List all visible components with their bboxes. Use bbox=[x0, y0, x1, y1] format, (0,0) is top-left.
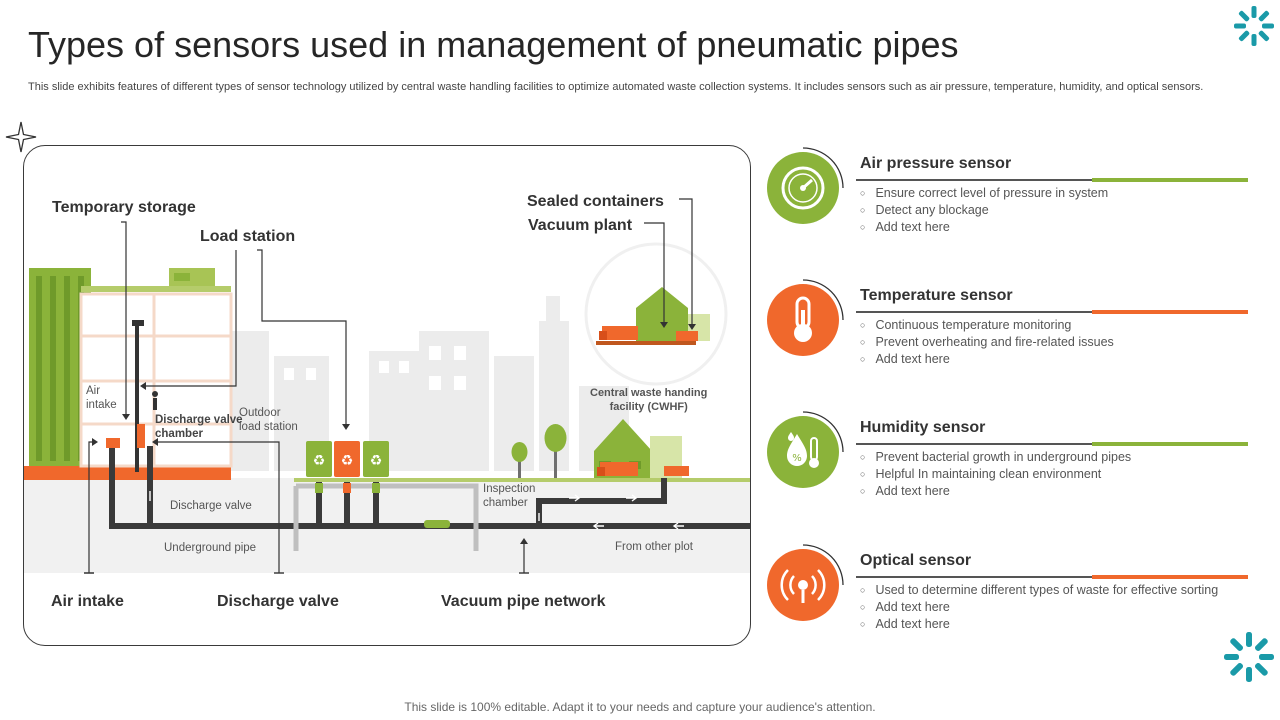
divider bbox=[856, 179, 1092, 181]
sensor-icon-circle bbox=[767, 284, 839, 356]
svg-text:♻: ♻ bbox=[370, 453, 383, 469]
sensor-title: Temperature sensor bbox=[860, 287, 1013, 304]
bullet: Prevent bacterial growth in underground … bbox=[860, 449, 1131, 466]
sensor-arc bbox=[802, 147, 844, 189]
sparkle-icon bbox=[5, 121, 37, 153]
svg-text:♻: ♻ bbox=[341, 453, 354, 469]
label-discharge-valve: Discharge valve bbox=[217, 593, 339, 610]
label-underground-pipe: Underground pipe bbox=[164, 542, 257, 554]
divider bbox=[856, 576, 1092, 578]
sensor-icon-circle bbox=[767, 152, 839, 224]
bullet: Used to determine different types of was… bbox=[860, 582, 1218, 599]
label-load-station: Load station bbox=[200, 228, 296, 245]
divider bbox=[856, 311, 1092, 313]
svg-text:♻: ♻ bbox=[313, 453, 326, 469]
label-air-intake: Air intake bbox=[51, 593, 124, 610]
bullet: Prevent overheating and fire-related iss… bbox=[860, 334, 1113, 351]
sensor-temperature: Temperature sensor Continuous temperatur… bbox=[760, 277, 1260, 387]
sensor-title: Humidity sensor bbox=[860, 419, 986, 436]
bullet: Ensure correct level of pressure in syst… bbox=[860, 185, 1108, 202]
brand-logo-icon bbox=[1224, 632, 1274, 682]
bullet: Add text here bbox=[860, 219, 1108, 236]
optical-signal-icon bbox=[780, 569, 826, 603]
footer-note: This slide is 100% editable. Adapt it to… bbox=[404, 700, 876, 714]
sensor-arc bbox=[802, 279, 844, 321]
sensor-title: Optical sensor bbox=[860, 552, 972, 569]
label-temporary-storage: Temporary storage bbox=[52, 199, 196, 216]
pneumatic-system-illustration: ♻ ♻ ♻ bbox=[24, 198, 750, 574]
gauge-icon bbox=[781, 166, 825, 210]
sensor-air-pressure: Air pressure sensor Ensure correct level… bbox=[760, 145, 1260, 255]
sensor-bullets: Continuous temperature monitoring Preven… bbox=[860, 317, 1114, 368]
sensor-humidity: % Humidity sensor Prevent bacterial grow… bbox=[760, 409, 1260, 519]
bullet: Add text here bbox=[860, 599, 1218, 616]
sensor-title: Air pressure sensor bbox=[860, 155, 1012, 172]
diagram-panel: ♻ ♻ ♻ bbox=[23, 145, 751, 646]
bullet: Continuous temperature monitoring bbox=[860, 317, 1114, 334]
humidity-icon: % bbox=[787, 432, 819, 468]
page-subtitle: This slide exhibits features of differen… bbox=[28, 81, 1204, 93]
sensor-bullets: Used to determine different types of was… bbox=[860, 582, 1218, 633]
label-discharge-valve-small: Discharge valve bbox=[170, 500, 252, 512]
thermometer-icon bbox=[794, 296, 812, 342]
svg-text:%: % bbox=[792, 453, 802, 464]
bullet: Helpful In maintaining clean environment bbox=[860, 466, 1131, 483]
accent-bar bbox=[1092, 178, 1248, 182]
label-sealed-containers: Sealed containers bbox=[527, 193, 664, 210]
accent-bar bbox=[1092, 310, 1248, 314]
sensor-bullets: Prevent bacterial growth in underground … bbox=[860, 449, 1131, 500]
label-vacuum-plant: Vacuum plant bbox=[528, 217, 633, 234]
page-title: Types of sensors used in management of p… bbox=[28, 24, 959, 65]
accent-bar bbox=[1092, 442, 1248, 446]
sensor-bullets: Ensure correct level of pressure in syst… bbox=[860, 185, 1108, 236]
bullet: Add text here bbox=[860, 616, 1218, 633]
label-from-other-plot: From other plot bbox=[615, 541, 693, 553]
bullet: Add text here bbox=[860, 483, 1131, 500]
sensor-optical: Optical sensor Used to determine differe… bbox=[760, 542, 1260, 652]
bullet: Add text here bbox=[860, 351, 1114, 368]
sensor-icon-circle bbox=[767, 549, 839, 621]
sensor-arc bbox=[802, 544, 844, 586]
brand-logo-icon bbox=[1234, 6, 1274, 46]
sensor-arc bbox=[802, 411, 844, 453]
bullet: Detect any blockage bbox=[860, 202, 1108, 219]
label-vacuum-pipe-network: Vacuum pipe network bbox=[441, 593, 606, 610]
sensor-icon-circle: % bbox=[767, 416, 839, 488]
accent-bar bbox=[1092, 575, 1248, 579]
divider bbox=[856, 443, 1092, 445]
